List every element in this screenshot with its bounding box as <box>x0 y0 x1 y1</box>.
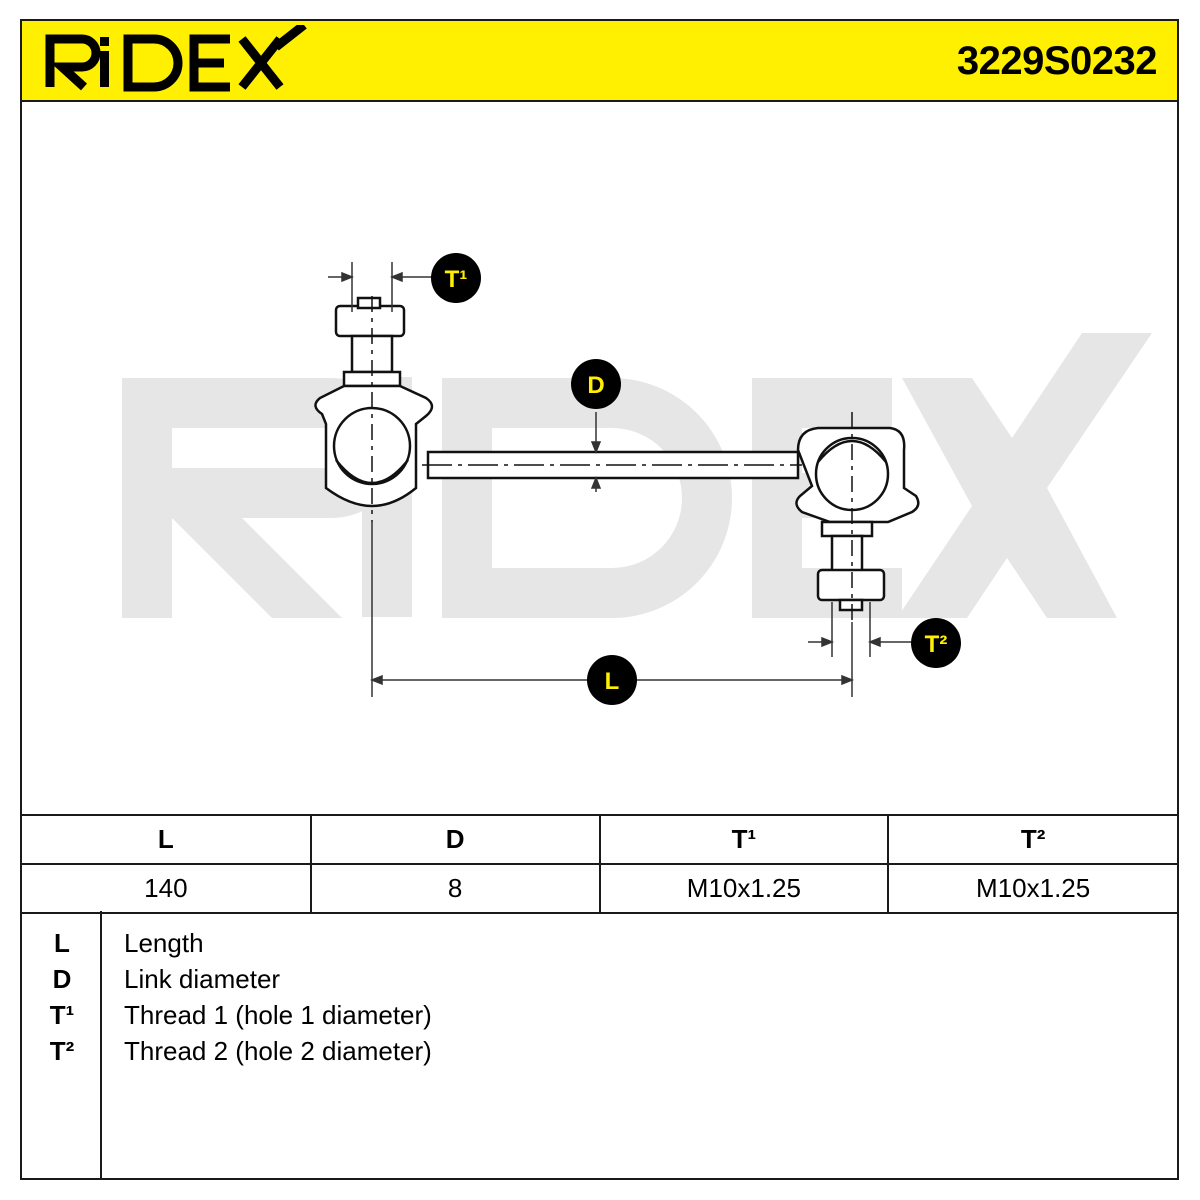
legend: L Length D Link diameter T¹ Thread 1 (ho… <box>22 911 1177 1178</box>
link-rod <box>422 450 802 480</box>
spec-header-row: L D T¹ T² <box>22 814 1177 865</box>
legend-code-column <box>22 911 102 1178</box>
spec-value-t2: M10x1.25 <box>887 863 1177 914</box>
spec-value-row: 140 8 M10x1.25 M10x1.25 <box>22 863 1177 914</box>
marker-t1: T¹ <box>431 253 481 303</box>
spec-table: L D T¹ T² 140 8 M10x1.25 M10x1.25 <box>22 814 1177 914</box>
spec-header-l: L <box>22 814 312 865</box>
spec-value-d: 8 <box>309 863 601 914</box>
svg-text:T¹: T¹ <box>445 266 468 293</box>
legend-code-l: L <box>54 928 70 958</box>
marker-l: L <box>587 655 637 705</box>
header-bar: 3229S0232 <box>22 21 1177 102</box>
legend-text-thread-1: Thread 1 (hole 1 diameter) <box>124 1000 432 1030</box>
spec-value-l: 140 <box>22 863 312 914</box>
ridex-logo <box>45 25 307 92</box>
part-number: 3229S0232 <box>956 39 1158 83</box>
marker-t2: T² <box>911 618 961 668</box>
legend-text-length: Length <box>124 928 204 958</box>
svg-text:L: L <box>605 668 620 695</box>
marker-d: D <box>571 359 621 409</box>
spec-value-t1: M10x1.25 <box>598 863 890 914</box>
svg-text:D: D <box>587 372 604 399</box>
legend-text-thread-2: Thread 2 (hole 2 diameter) <box>124 1036 432 1066</box>
left-ball-joint <box>314 296 434 522</box>
spec-header-d: D <box>309 814 601 865</box>
legend-text-link-diameter: Link diameter <box>124 964 281 994</box>
legend-code-t2: T² <box>49 1036 75 1066</box>
right-ball-joint <box>795 412 920 622</box>
legend-code-d: D <box>52 964 72 994</box>
legend-code-t1: T¹ <box>49 1000 75 1030</box>
spec-header-t2: T² <box>887 814 1177 865</box>
spec-header-t1: T¹ <box>598 814 890 865</box>
datasheet-frame: 3229S0232 <box>20 19 1179 1180</box>
stabilizer-link-drawing: T¹ D T² L <box>122 253 1152 705</box>
svg-text:T²: T² <box>925 631 948 658</box>
